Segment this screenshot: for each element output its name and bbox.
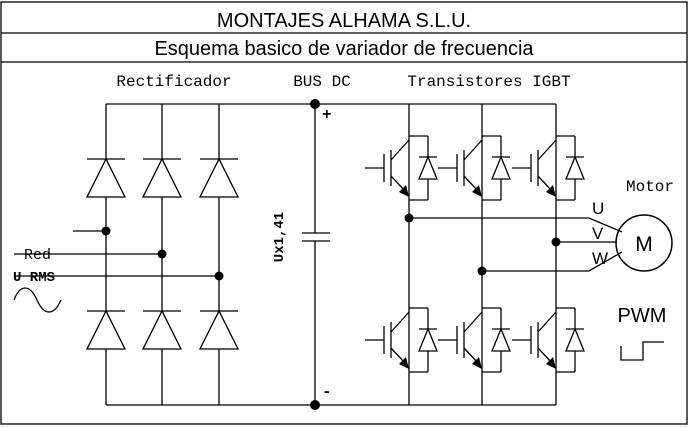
rectifier-label: Rectificador	[116, 73, 231, 91]
rectifier-diode	[85, 157, 127, 198]
pwm-label: PWM	[618, 305, 667, 327]
igbt-cell	[438, 135, 511, 201]
bus-voltage-label: Ux1,41	[272, 212, 288, 262]
igbt-label: Transistores IGBT	[407, 73, 570, 91]
sine-wave-icon	[13, 287, 62, 313]
rectifier-diode	[85, 309, 127, 350]
igbt-cell	[512, 135, 585, 201]
igbt-group	[365, 135, 585, 373]
inverter-legs	[408, 104, 557, 405]
motor-icon	[615, 214, 673, 272]
voltage-label: U RMS	[13, 270, 55, 286]
igbt-cell	[438, 307, 511, 373]
motor-label: Motor	[626, 178, 674, 196]
diagram-subtitle: Esquema basico de variador de frecuencia	[154, 38, 534, 60]
rectifier-diode	[198, 309, 240, 350]
ac-input-lines	[14, 226, 224, 281]
rectifier-diode	[198, 157, 240, 198]
minus-terminal-label: -	[322, 383, 332, 401]
company-title: MONTAJES ALHAMA S.L.U.	[217, 10, 471, 32]
grid-label: Red	[24, 247, 51, 264]
phase-w-label: W	[592, 249, 608, 268]
rectifier-diode	[141, 309, 183, 350]
plus-terminal-label: +	[322, 106, 332, 124]
motor-output-lines	[404, 213, 623, 276]
rectifier-diode	[141, 157, 183, 198]
phase-u-label: U	[592, 199, 604, 218]
igbt-cell	[365, 307, 438, 373]
motor-symbol: M	[635, 233, 653, 256]
igbt-cell	[512, 307, 585, 373]
pwm-square-wave-icon	[620, 341, 664, 361]
igbt-cell	[365, 135, 438, 201]
phase-v-label: V	[592, 224, 604, 243]
dc-link-capacitor	[302, 99, 330, 410]
bus-dc-label: BUS DC	[293, 73, 351, 91]
dc-bus-rails	[106, 103, 556, 406]
